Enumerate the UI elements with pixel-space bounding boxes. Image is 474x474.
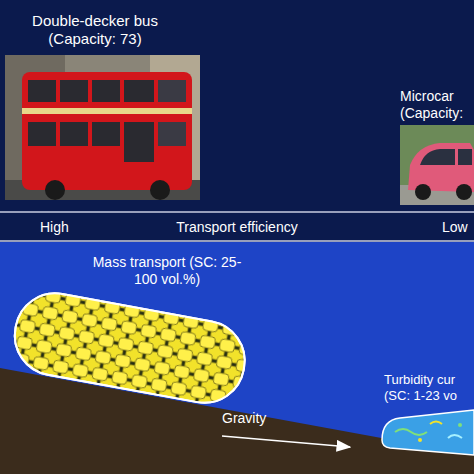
mass-flow	[8, 287, 251, 410]
bus-photo	[5, 55, 200, 200]
force-label: Gravity	[222, 410, 292, 427]
microcar-photo	[400, 125, 474, 205]
scale-label: Low	[442, 219, 472, 236]
axis-title: Transport efficiency	[137, 219, 337, 236]
photo-caption: Microcar (Capacity:	[400, 88, 472, 122]
gravity-arrow	[222, 436, 350, 447]
flow-label: Mass transport (SC: 25-100 vol.%)	[92, 254, 242, 288]
photo-caption: Double-decker bus (Capacity: 73)	[15, 12, 175, 48]
scale-label: High	[40, 219, 100, 236]
flow-label: Turbidity cur (SC: 1-23 vo	[384, 372, 472, 403]
turbidity-current	[382, 410, 474, 455]
